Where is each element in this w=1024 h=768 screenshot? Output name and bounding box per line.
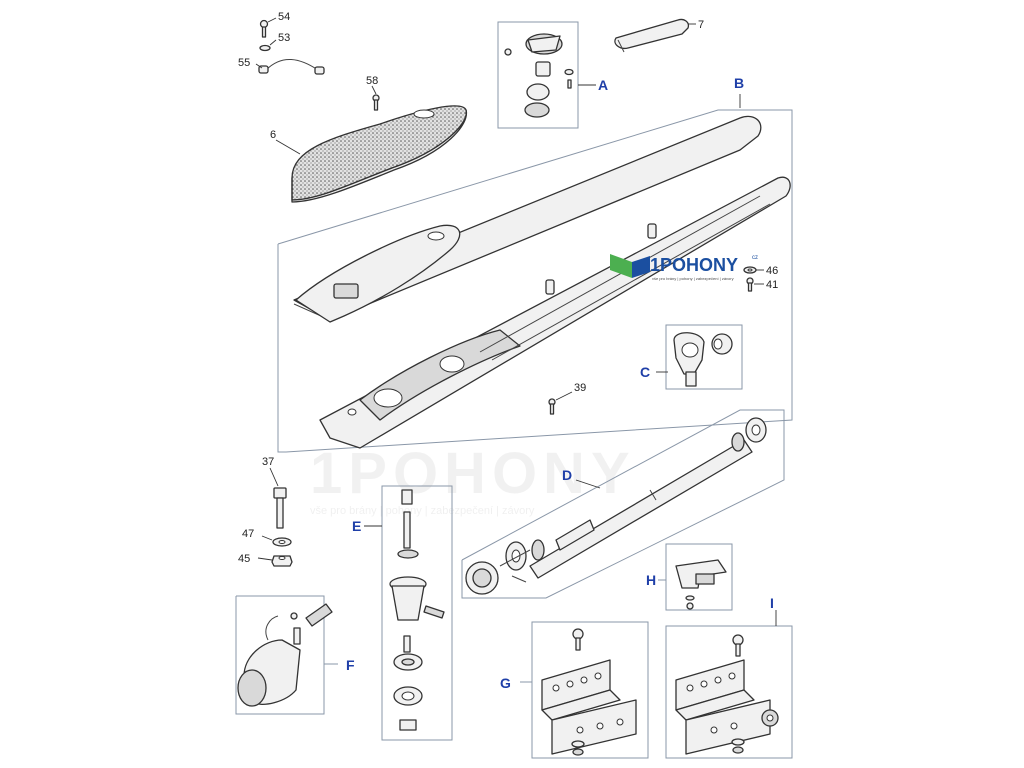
screw-41 — [746, 277, 764, 292]
group-label-g: G — [500, 675, 511, 691]
logo-mark-blue — [632, 256, 650, 278]
group-label-c: C — [640, 364, 650, 380]
watermark-text: 1POHONY — [310, 441, 636, 506]
cable-55 — [255, 59, 325, 75]
watermark-tagline: vše pro brány | pohony | zabezpečení | z… — [310, 505, 535, 517]
callout-45: 45 — [238, 553, 250, 565]
group-c-bracket-pivot — [656, 324, 743, 390]
callout-6: 6 — [270, 129, 276, 141]
logo-tagline: vše pro brány | pohony | zabezpečení | z… — [652, 276, 734, 281]
group-e-gear-assembly — [364, 485, 453, 741]
group-d-worm-shaft — [461, 409, 785, 599]
top-cover-6 — [275, 105, 468, 203]
bracket-holes-i — [686, 672, 738, 734]
logo-tld: cz — [752, 255, 758, 261]
nut-45 — [257, 555, 293, 567]
group-label-e: E — [352, 518, 361, 534]
group-label-i: I — [770, 595, 774, 611]
group-label-b: B — [734, 75, 744, 91]
logo-mark-green — [610, 254, 632, 278]
logo-name: 1POHONY — [650, 255, 738, 275]
release-key-7 — [614, 18, 696, 53]
bracket-holes-g — [552, 672, 624, 734]
bolt-37 — [269, 467, 287, 529]
group-g-mounting-bracket — [520, 621, 649, 759]
callout-41: 41 — [766, 279, 778, 291]
callout-46: 46 — [766, 265, 778, 277]
washer-53 — [259, 39, 277, 52]
callout-55: 55 — [238, 57, 250, 69]
group-a-release-assembly — [497, 21, 596, 129]
callout-numbers: 54 53 55 58 6 7 46 41 39 37 47 45 — [238, 11, 778, 565]
callout-37: 37 — [262, 456, 274, 468]
callout-53: 53 — [278, 32, 290, 44]
group-label-d: D — [562, 467, 572, 483]
washer-46 — [743, 266, 764, 274]
callout-47: 47 — [242, 528, 254, 540]
group-h-plate — [658, 543, 733, 611]
brand-logo: 1POHONY cz vše pro brány | pohony | zabe… — [610, 254, 758, 281]
group-i-mounting-bracket — [665, 610, 793, 759]
watermark: 1POHONY vše pro brány | pohony | zabezpe… — [310, 441, 636, 517]
group-label-a: A — [598, 77, 608, 93]
screw-54 — [259, 17, 277, 38]
group-f-motor — [235, 595, 338, 715]
screw-58 — [371, 85, 380, 111]
washer-47 — [261, 535, 292, 547]
callout-7: 7 — [698, 19, 704, 31]
group-label-f: F — [346, 657, 355, 673]
main-housing-b — [277, 94, 793, 453]
screw-39 — [548, 391, 573, 415]
callout-54: 54 — [278, 11, 290, 23]
callout-58: 58 — [366, 75, 378, 87]
group-letters: A B C D E F G H I — [346, 75, 774, 691]
callout-39: 39 — [574, 382, 586, 394]
group-label-h: H — [646, 572, 656, 588]
